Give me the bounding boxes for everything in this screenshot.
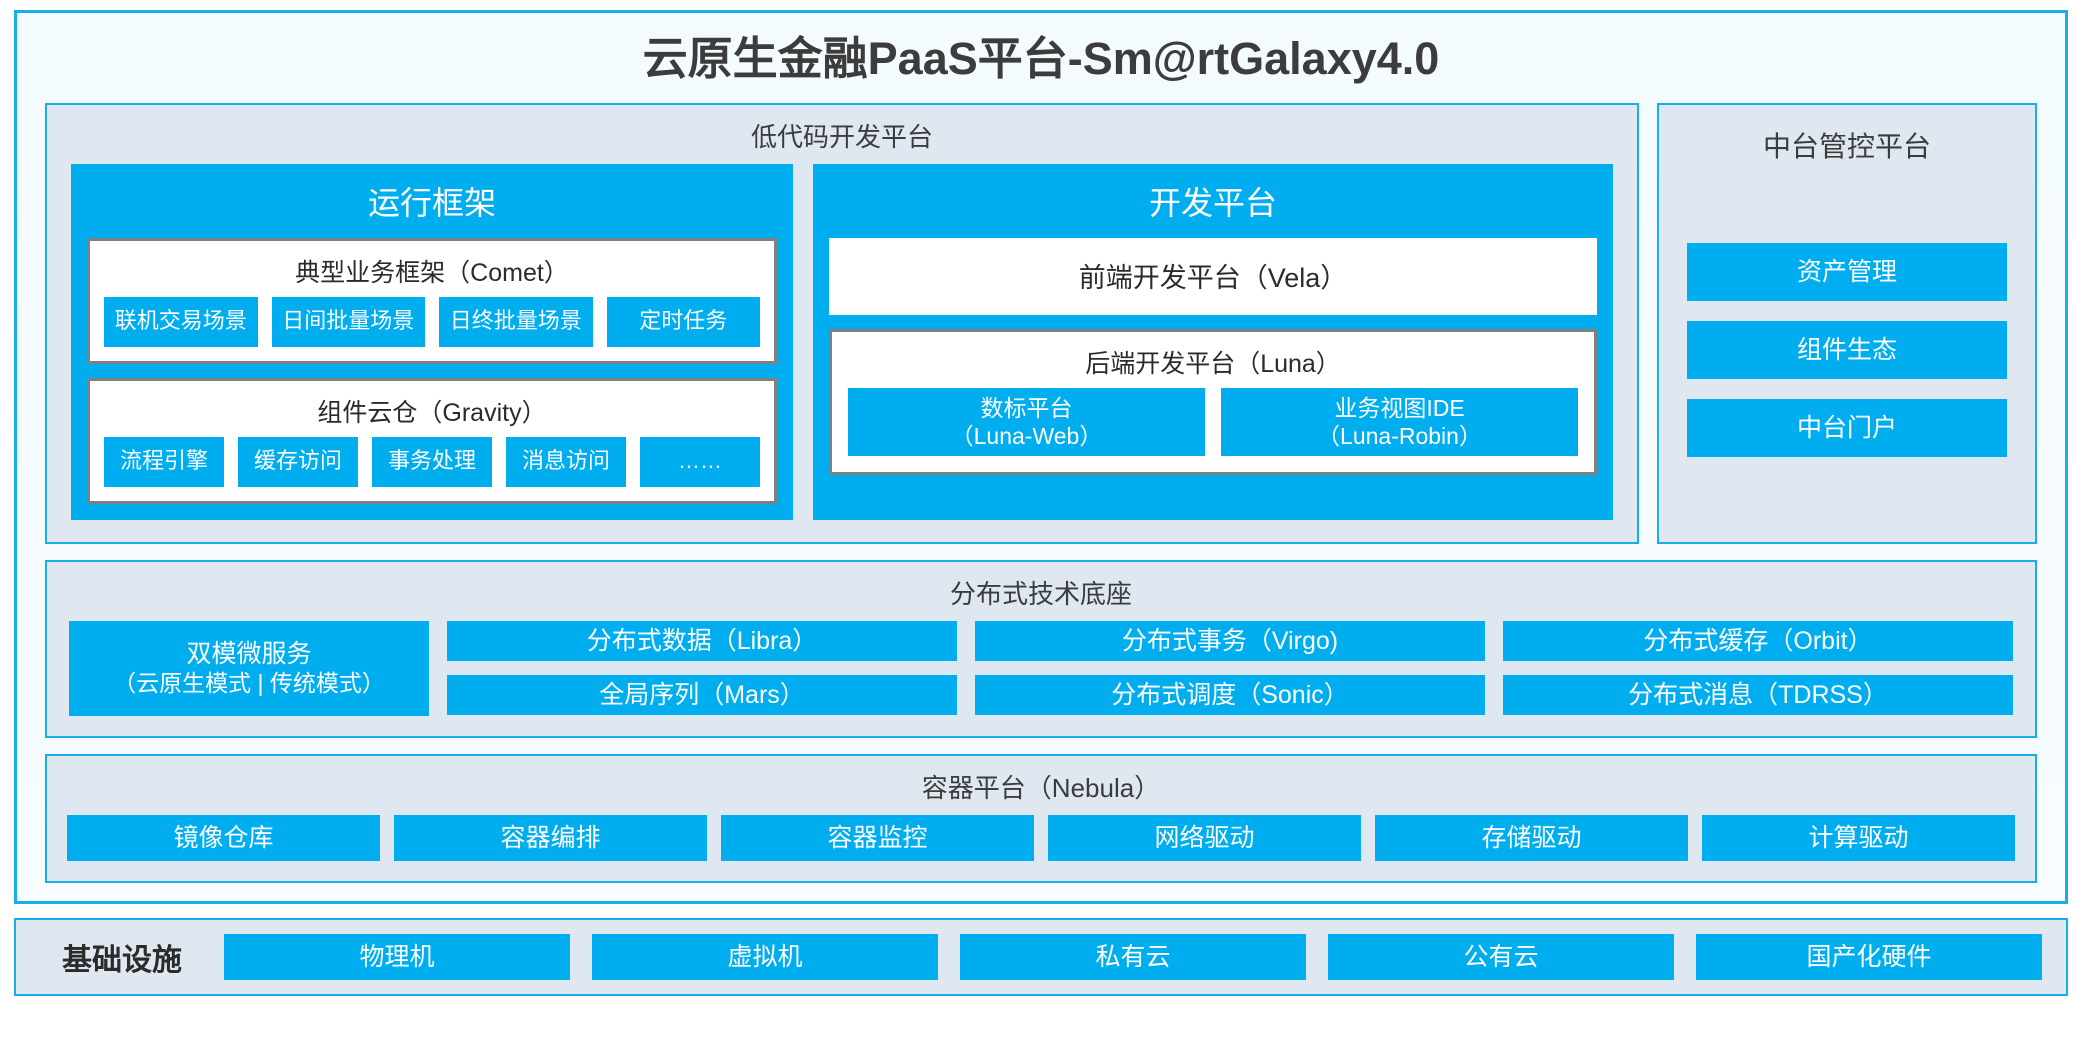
distributed-item[interactable]: 分布式数据（Libra） bbox=[447, 620, 957, 661]
container-platform-panel: 容器平台（Nebula） 镜像仓库 容器编排 容器监控 网络驱动 存储驱动 计算… bbox=[45, 753, 2037, 883]
backend-dev-platform-items: 数标平台 （Luna-Web） 业务视图IDE （Luna-Robin） bbox=[832, 387, 1594, 472]
microservice-label: 双模微服务 bbox=[186, 639, 312, 668]
main-frame: 云原生金融PaaS平台-Sm@rtGalaxy4.0 低代码开发平台 运行框架 … bbox=[14, 10, 2068, 904]
container-item[interactable]: 容器编排 bbox=[394, 814, 707, 861]
container-item[interactable]: 存储驱动 bbox=[1375, 814, 1688, 861]
microservice-tile[interactable]: 双模微服务 （云原生模式 | 传统模式） bbox=[69, 620, 429, 716]
gravity-item-ellipsis[interactable]: …… bbox=[640, 436, 760, 487]
comet-item[interactable]: 定时任务 bbox=[606, 296, 760, 347]
gravity-item[interactable]: 流程引擎 bbox=[104, 436, 224, 487]
container-item[interactable]: 镜像仓库 bbox=[67, 814, 380, 861]
comet-item[interactable]: 日终批量场景 bbox=[439, 296, 593, 347]
mid-platform-items: 资产管理 组件生态 中台门户 bbox=[1659, 171, 2035, 542]
infrastructure-items: 物理机 虚拟机 私有云 公有云 国产化硬件 bbox=[224, 933, 2042, 980]
container-platform-title: 容器平台（Nebula） bbox=[921, 772, 1161, 803]
distributed-item[interactable]: 分布式调度（Sonic） bbox=[975, 674, 1485, 715]
gravity-items: 流程引擎 缓存访问 事务处理 消息访问 …… bbox=[90, 436, 774, 501]
container-item[interactable]: 容器监控 bbox=[721, 814, 1034, 861]
luna-item-label: 数标平台 bbox=[980, 394, 1073, 421]
infrastructure-item[interactable]: 虚拟机 bbox=[592, 933, 938, 980]
gravity-title: 组件云仓（Gravity） bbox=[317, 398, 547, 427]
luna-item[interactable]: 业务视图IDE （Luna-Robin） bbox=[1221, 387, 1578, 456]
lowcode-platform-panel: 低代码开发平台 运行框架 典型业务框架（Comet） 联机交易场景 日间批量场景… bbox=[45, 102, 1639, 544]
microservice-sub: （云原生模式 | 传统模式） bbox=[113, 670, 385, 697]
mid-platform-title: 中台管控平台 bbox=[1762, 130, 1931, 162]
distributed-item[interactable]: 分布式事务（Virgo) bbox=[975, 620, 1485, 661]
comet-items: 联机交易场景 日间批量场景 日终批量场景 定时任务 bbox=[90, 296, 774, 361]
comet-item[interactable]: 日间批量场景 bbox=[271, 296, 425, 347]
mid-platform-panel: 中台管控平台 资产管理 组件生态 中台门户 bbox=[1657, 102, 2037, 544]
lowcode-platform-title: 低代码开发平台 bbox=[750, 121, 933, 152]
top-row: 低代码开发平台 运行框架 典型业务框架（Comet） 联机交易场景 日间批量场景… bbox=[45, 102, 2037, 544]
comet-item[interactable]: 联机交易场景 bbox=[104, 296, 258, 347]
container-item[interactable]: 计算驱动 bbox=[1702, 814, 2015, 861]
runtime-framework-title: 运行框架 bbox=[367, 184, 496, 221]
comet-title: 典型业务框架（Comet） bbox=[295, 258, 569, 287]
mid-platform-item[interactable]: 中台门户 bbox=[1687, 399, 2007, 458]
distributed-item[interactable]: 分布式消息（TDRSS） bbox=[1503, 674, 2013, 715]
backend-dev-platform-box: 后端开发平台（Luna） 数标平台 （Luna-Web） 业务视图IDE （Lu… bbox=[829, 328, 1597, 475]
mid-platform-item[interactable]: 资产管理 bbox=[1687, 243, 2007, 302]
gravity-item[interactable]: 消息访问 bbox=[506, 436, 626, 487]
distributed-tech-body: 双模微服务 （云原生模式 | 传统模式） 分布式数据（Libra） 全局序列（M… bbox=[47, 620, 2035, 736]
luna-item-sub: （Luna-Robin） bbox=[1317, 422, 1482, 449]
luna-item-sub: （Luna-Web） bbox=[950, 422, 1103, 449]
distributed-column: 分布式事务（Virgo) 分布式调度（Sonic） bbox=[975, 620, 1485, 716]
distributed-item[interactable]: 分布式缓存（Orbit） bbox=[1503, 620, 2013, 661]
container-item[interactable]: 网络驱动 bbox=[1048, 814, 1361, 861]
distributed-tech-title: 分布式技术底座 bbox=[949, 578, 1132, 609]
infrastructure-item[interactable]: 国产化硬件 bbox=[1696, 933, 2042, 980]
dev-platform-block: 开发平台 前端开发平台（Vela） 后端开发平台（Luna） 数标平台 （Lun… bbox=[813, 163, 1613, 520]
backend-dev-platform-title: 后端开发平台（Luna） bbox=[1085, 349, 1341, 378]
runtime-framework-block: 运行框架 典型业务框架（Comet） 联机交易场景 日间批量场景 日终批量场景 … bbox=[71, 163, 793, 520]
distributed-tech-panel: 分布式技术底座 双模微服务 （云原生模式 | 传统模式） 分布式数据（Libra… bbox=[45, 559, 2037, 738]
page-title: 云原生金融PaaS平台-Sm@rtGalaxy4.0 bbox=[642, 33, 1440, 84]
container-platform-items: 镜像仓库 容器编排 容器监控 网络驱动 存储驱动 计算驱动 bbox=[47, 814, 2035, 881]
distributed-column: 分布式缓存（Orbit） 分布式消息（TDRSS） bbox=[1503, 620, 2013, 716]
infrastructure-label: 基础设施 bbox=[62, 943, 182, 977]
microservice-column: 双模微服务 （云原生模式 | 传统模式） bbox=[69, 620, 429, 716]
infrastructure-item[interactable]: 私有云 bbox=[960, 933, 1306, 980]
comet-box: 典型业务框架（Comet） 联机交易场景 日间批量场景 日终批量场景 定时任务 bbox=[87, 237, 777, 364]
infrastructure-item[interactable]: 公有云 bbox=[1328, 933, 1674, 980]
dev-platform-title: 开发平台 bbox=[1148, 184, 1277, 221]
distributed-item[interactable]: 全局序列（Mars） bbox=[447, 674, 957, 715]
infrastructure-panel: 基础设施 物理机 虚拟机 私有云 公有云 国产化硬件 bbox=[14, 917, 2068, 996]
lowcode-platform-body: 运行框架 典型业务框架（Comet） 联机交易场景 日间批量场景 日终批量场景 … bbox=[47, 163, 1637, 542]
gravity-box: 组件云仓（Gravity） 流程引擎 缓存访问 事务处理 消息访问 …… bbox=[87, 377, 777, 504]
luna-item[interactable]: 数标平台 （Luna-Web） bbox=[848, 387, 1205, 456]
infrastructure-item[interactable]: 物理机 bbox=[224, 933, 570, 980]
luna-item-label: 业务视图IDE bbox=[1334, 394, 1465, 421]
gravity-item[interactable]: 事务处理 bbox=[372, 436, 492, 487]
mid-platform-item[interactable]: 组件生态 bbox=[1687, 321, 2007, 380]
distributed-column: 分布式数据（Libra） 全局序列（Mars） bbox=[447, 620, 957, 716]
frontend-dev-platform[interactable]: 前端开发平台（Vela） bbox=[829, 237, 1597, 315]
gravity-item[interactable]: 缓存访问 bbox=[238, 436, 358, 487]
